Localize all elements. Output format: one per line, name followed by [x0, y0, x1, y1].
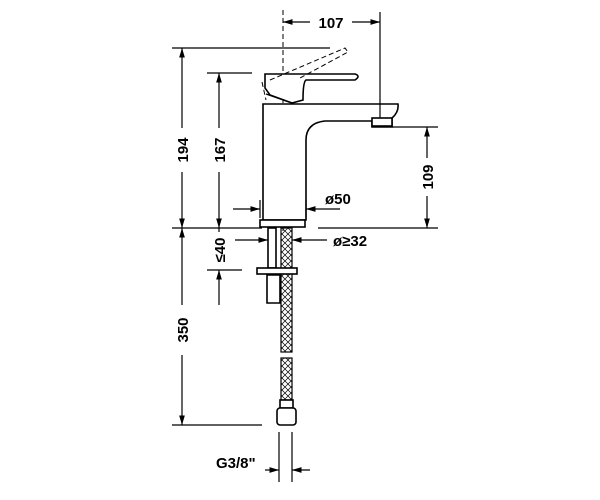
dim-194: 194: [175, 137, 192, 163]
dim-350: 350: [175, 317, 192, 342]
dimension-lines: [172, 12, 438, 482]
dim-deck-thickness: ≤40: [212, 238, 229, 263]
dim-109: 109: [420, 164, 437, 189]
dim-diameter-50: ø50: [325, 191, 351, 208]
dim-connection-thread: G3/8": [216, 455, 256, 472]
faucet-body: [259, 47, 399, 228]
dim-107: 107: [318, 15, 343, 32]
supply-hose: [256, 227, 298, 426]
dim-hole-diameter: ø≥32: [333, 233, 367, 250]
dim-167: 167: [212, 137, 229, 162]
